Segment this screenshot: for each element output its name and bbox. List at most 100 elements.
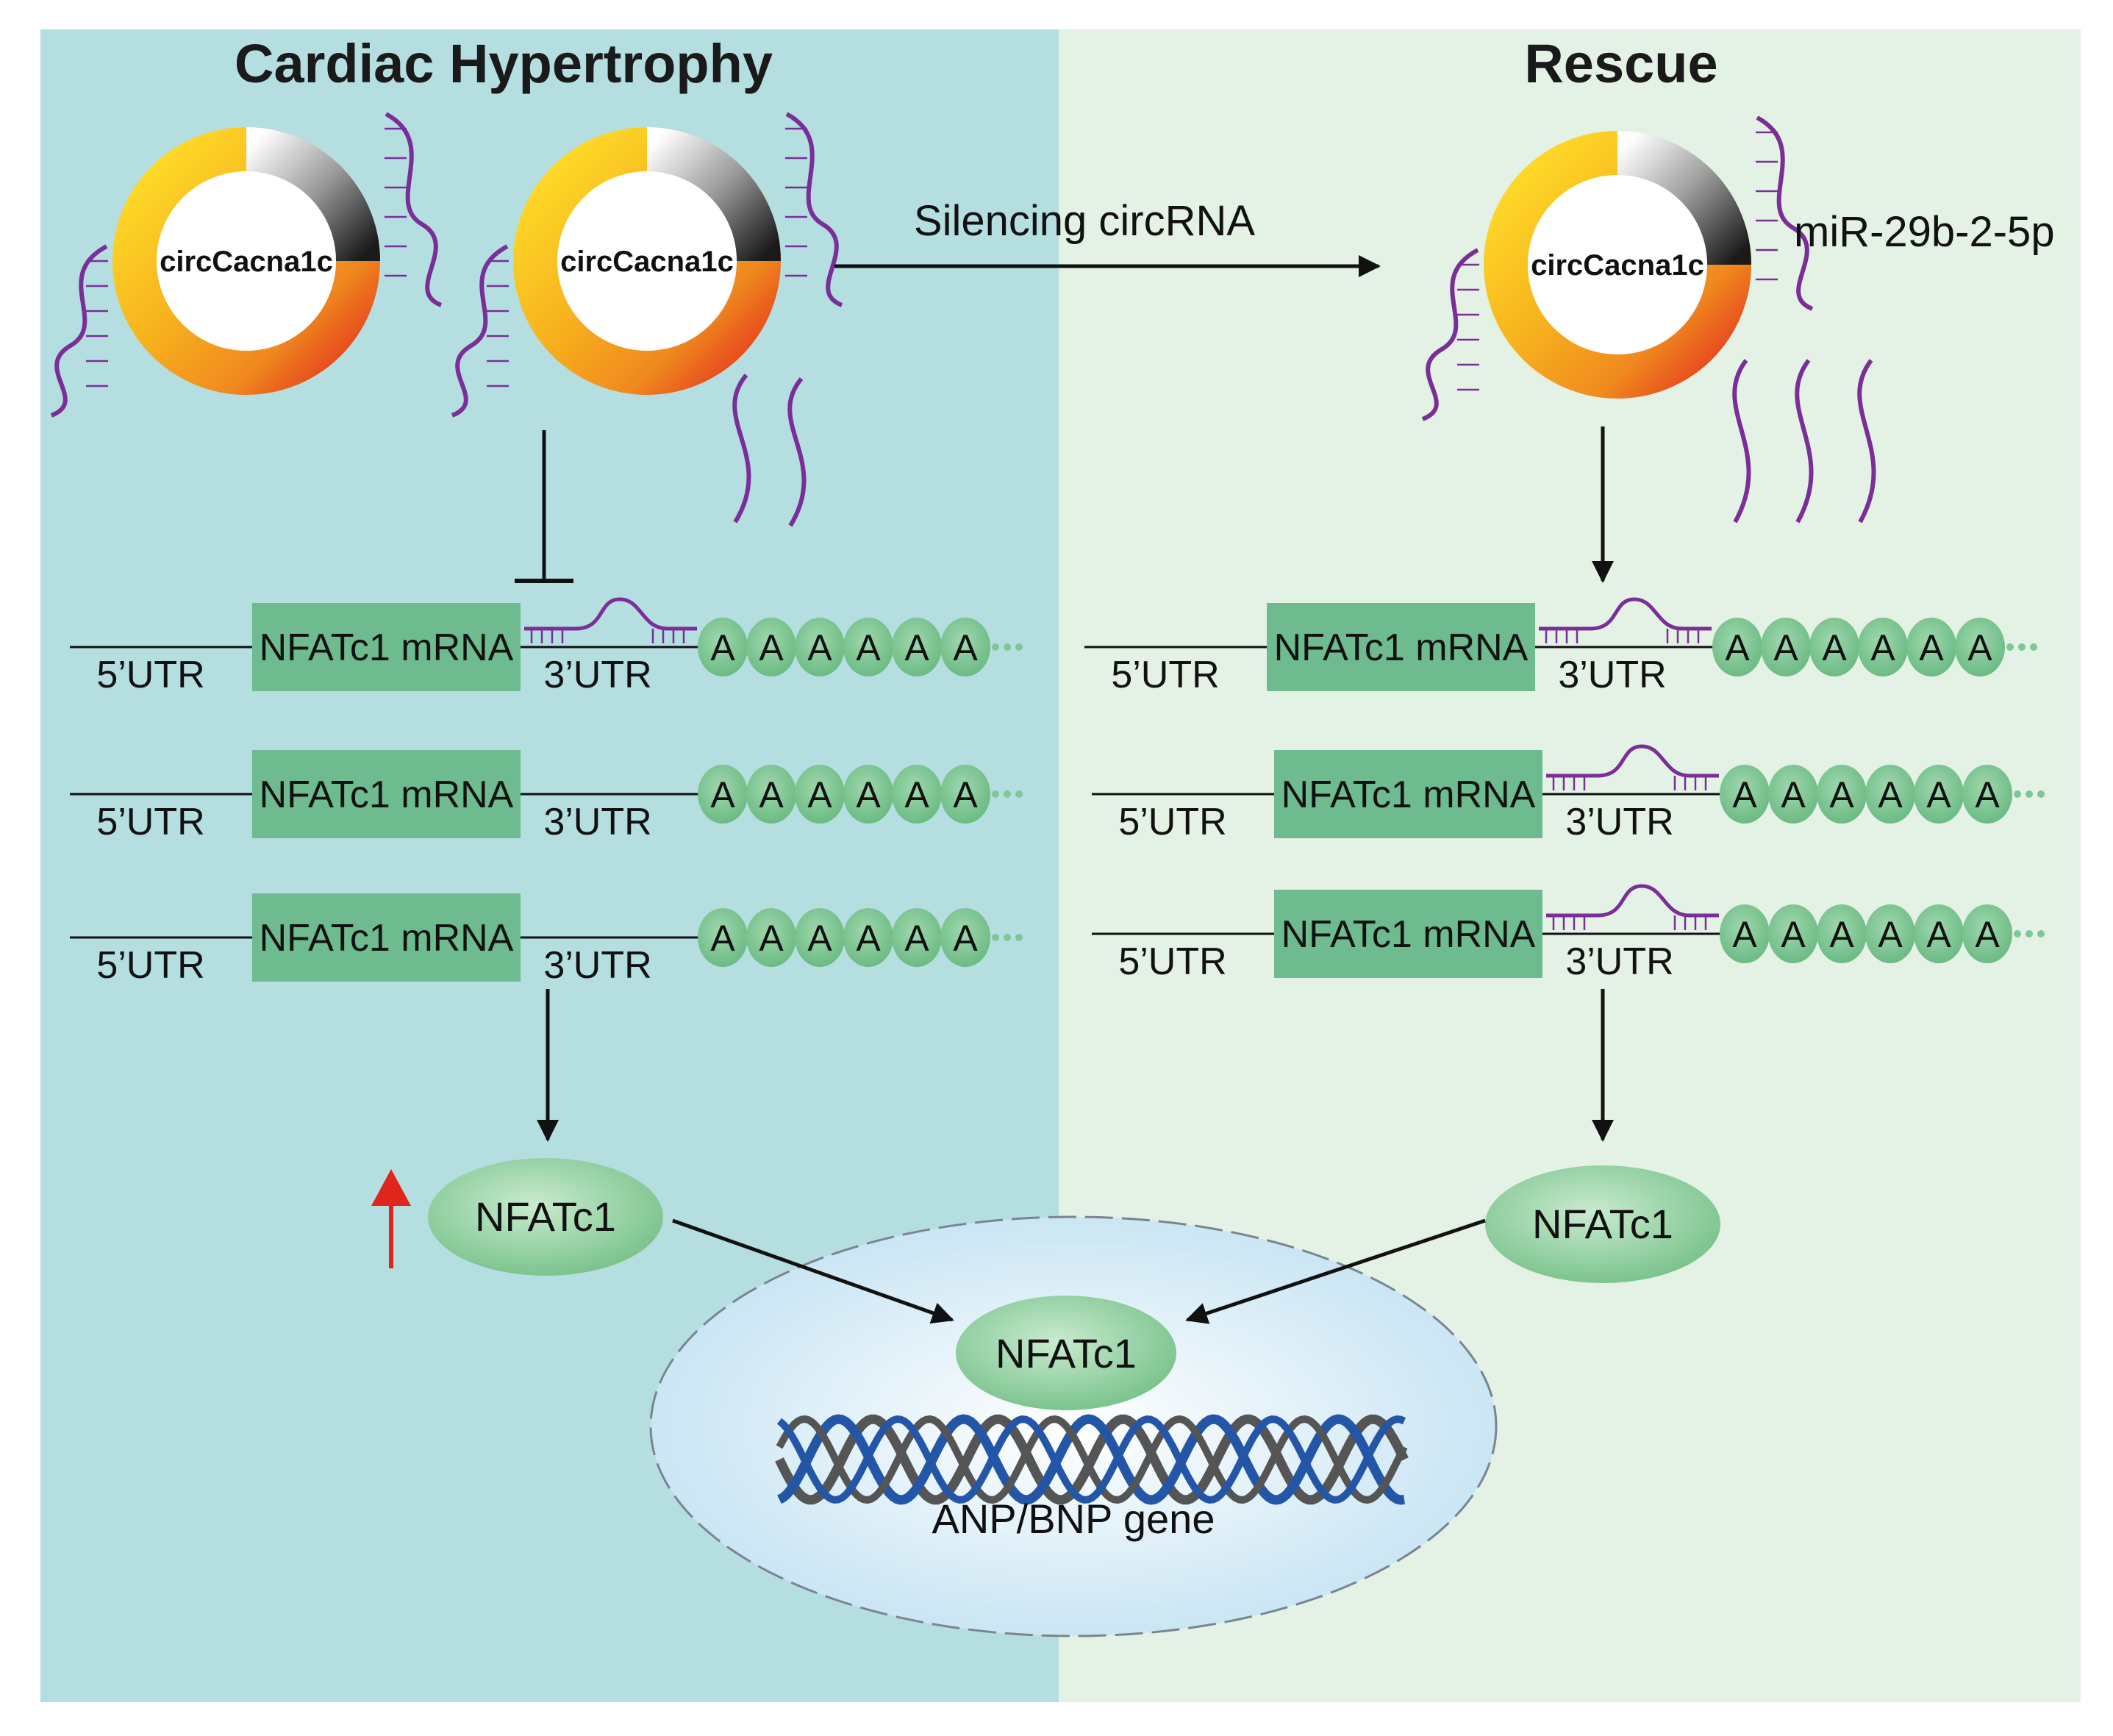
mirna-strand-bound: [451, 244, 509, 418]
poly-a-label: A: [1773, 627, 1798, 668]
mirna-free-strand: [732, 374, 751, 524]
poly-a-label: A: [759, 918, 784, 959]
poly-a-bead: [843, 908, 893, 967]
ellipsis-dot: [2037, 790, 2045, 798]
mirna-free-strand: [787, 377, 807, 527]
poly-a-label: A: [856, 918, 881, 959]
circcacna1c-ring-3: circCacna1c: [1421, 115, 1814, 421]
ellipsis-dot: [2006, 643, 2014, 651]
poly-a-bead: [1962, 904, 2012, 963]
utr5-label: 5’UTR: [96, 801, 204, 843]
ellipsis-dot: [1015, 934, 1023, 941]
mirna-free-strand: [1795, 359, 1814, 524]
poly-a-label: A: [953, 774, 978, 815]
ellipsis-dot: [1015, 790, 1023, 798]
ellipsis-dot: [2037, 930, 2045, 937]
poly-a-bead: [1817, 765, 1867, 824]
poly-a-label: A: [1967, 627, 1992, 668]
mirna-free-strand: [1732, 359, 1751, 524]
mirna-bound-utr: [1546, 744, 1719, 778]
nfatc1-mrna-label: NFATc1 mRNA: [1274, 626, 1529, 669]
poly-a-bead: [1712, 618, 1762, 676]
mirna-free-strand: [1857, 359, 1876, 524]
nfatc1-mrna-box: [1274, 890, 1542, 978]
nfatc1-mrna-box: [1267, 603, 1535, 691]
mirna-bound-utr: [524, 597, 697, 631]
poly-a-bead: [1962, 765, 2012, 824]
nfatc1-mrna-label: NFATc1 mRNA: [1281, 774, 1536, 816]
nfatc1-mrna-label: NFATc1 mRNA: [260, 774, 514, 816]
poly-a-label: A: [1870, 627, 1895, 668]
poly-a-label: A: [1878, 774, 1903, 815]
mirna-label: miR-29b-2-5p: [1794, 208, 2055, 256]
poly-a-bead: [940, 618, 990, 676]
poly-a-bead: [746, 618, 796, 676]
poly-a-label: A: [1725, 627, 1750, 668]
poly-a-label: A: [1926, 774, 1951, 815]
nfatc1-protein-left-label: NFATc1: [475, 1193, 616, 1240]
poly-a-bead: [1865, 765, 1915, 824]
utr5-label: 5’UTR: [96, 944, 204, 987]
ellipsis-dot: [1004, 934, 1011, 941]
ellipsis-dot: [992, 643, 999, 651]
ellipsis-dot: [2018, 643, 2026, 651]
poly-a-bead: [746, 765, 796, 824]
poly-a-bead: [1914, 904, 1964, 963]
poly-a-bead: [940, 908, 990, 967]
mirna-strand-bound: [385, 112, 443, 307]
utr5-label: 5’UTR: [1111, 654, 1219, 696]
nfatc1-mrna-label: NFATc1 mRNA: [260, 917, 514, 960]
arrow-right-to-nucleus: [1185, 1218, 1486, 1324]
ellipsis-dot: [992, 790, 999, 798]
utr3-label: 3’UTR: [1558, 654, 1666, 696]
poly-a-label: A: [904, 627, 929, 668]
nfatc1-protein-left: NFATc1: [428, 1158, 663, 1276]
poly-a-bead: [795, 908, 845, 967]
poly-a-bead: [892, 765, 942, 824]
utr3-label: 3’UTR: [1565, 801, 1673, 843]
nfatc1-mrna-box: [252, 750, 521, 838]
poly-a-bead: [1955, 618, 2005, 676]
poly-a-bead: [1809, 618, 1859, 676]
poly-a-bead: [1865, 904, 1915, 963]
ellipsis-dot: [2014, 790, 2021, 798]
poly-a-label: A: [1829, 774, 1854, 815]
poly-a-label: A: [1732, 914, 1757, 955]
mirna-strand-bound: [1421, 248, 1479, 421]
poly-a-bead: [1768, 765, 1818, 824]
arrow-left-to-nucleus: [672, 1218, 954, 1324]
poly-a-label: A: [807, 918, 832, 959]
poly-a-label: A: [1926, 914, 1951, 955]
circcacna1c-label-2: circCacna1c: [560, 246, 734, 278]
poly-a-bead: [698, 765, 748, 824]
poly-a-label: A: [1975, 914, 2000, 955]
poly-a-bead: [1768, 904, 1818, 963]
silencing-circrna-label: Silencing circRNA: [914, 197, 1255, 245]
poly-a-bead: [795, 618, 845, 676]
mirna-strand-bound: [785, 112, 843, 307]
nfatc1-mrna-box: [252, 603, 521, 691]
title-cardiac-hypertrophy: Cardiac Hypertrophy: [235, 33, 773, 94]
upregulation-arrow: [371, 1169, 411, 1268]
poly-a-label: A: [953, 918, 978, 959]
poly-a-bead: [843, 618, 893, 676]
poly-a-label: A: [1732, 774, 1757, 815]
mirna-bound-utr: [1546, 884, 1719, 918]
ellipsis-dot: [992, 934, 999, 941]
poly-a-bead: [1720, 904, 1770, 963]
utr3-label: 3’UTR: [1565, 940, 1673, 983]
poly-a-bead: [1720, 765, 1770, 824]
nfatc1-mrna-label: NFATc1 mRNA: [260, 626, 514, 669]
poly-a-bead: [698, 908, 748, 967]
mirna-strand-bound: [50, 244, 108, 418]
ellipsis-dot: [2014, 930, 2021, 937]
poly-a-bead: [1761, 618, 1811, 676]
mirna-strand-bound: [1756, 115, 1814, 311]
poly-a-bead: [795, 765, 845, 824]
ellipsis-dot: [1004, 643, 1011, 651]
